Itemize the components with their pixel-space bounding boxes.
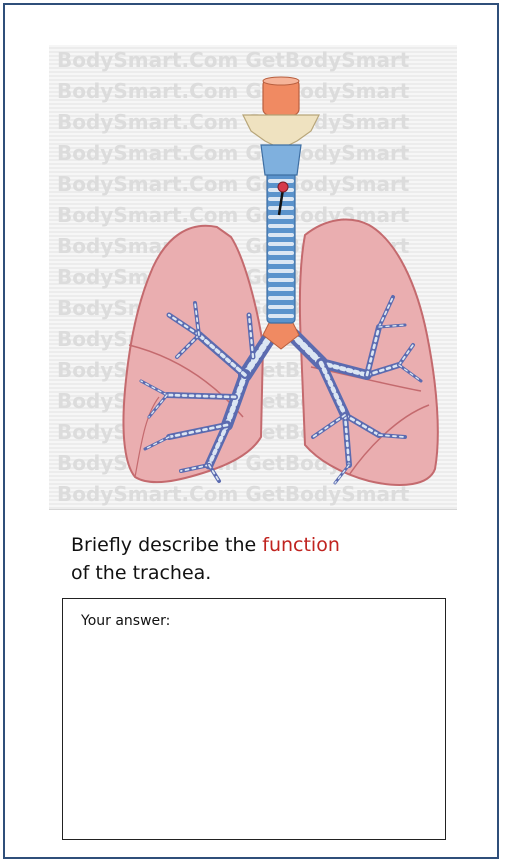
right-lung [300, 220, 438, 485]
cartilage-ring [268, 251, 294, 255]
watermark-text: BodySmart.Com GetBodySmart [57, 110, 410, 134]
cartilage-ring [268, 305, 294, 309]
cartilage-ring [268, 314, 294, 318]
watermark-text: BodySmart.Com GetBodySmart [57, 79, 410, 103]
cartilage-ring [268, 242, 294, 246]
cartilage-ring [268, 287, 294, 291]
cartilage-ring [268, 278, 294, 282]
cartilage-ring [268, 215, 294, 219]
question-highlight: function [262, 534, 340, 556]
cartilage-ring [268, 296, 294, 300]
cartilage-ring [268, 260, 294, 264]
answer-input[interactable] [73, 639, 439, 833]
watermark-text: BodySmart.Com GetBodySmart [57, 48, 410, 72]
worksheet-card: BodySmart.Com GetBodySmartBodySmart.Com … [3, 3, 499, 859]
question-text-start: Briefly describe the [71, 534, 262, 556]
cartilage-ring [268, 224, 294, 228]
question-prompt: Briefly describe the function of the tra… [71, 531, 471, 587]
cartilage-ring [268, 233, 294, 237]
watermark-text: BodySmart.Com GetBodySmart [57, 141, 410, 165]
watermark-text: BodySmart.Com GetBodySmart [57, 172, 410, 196]
cartilage-ring [268, 269, 294, 273]
watermark-text: BodySmart.Com GetBodySmart [57, 482, 410, 506]
cricoid-cartilage [261, 145, 301, 175]
lungs-illustration: BodySmart.Com GetBodySmartBodySmart.Com … [49, 45, 457, 509]
larynx-opening [263, 77, 299, 85]
lungs-diagram: BodySmart.Com GetBodySmartBodySmart.Com … [49, 45, 457, 510]
question-text-end: of the trachea. [71, 562, 211, 584]
answer-label: Your answer: [81, 613, 170, 629]
pin-head [278, 182, 288, 192]
answer-box[interactable]: Your answer: [62, 598, 446, 840]
